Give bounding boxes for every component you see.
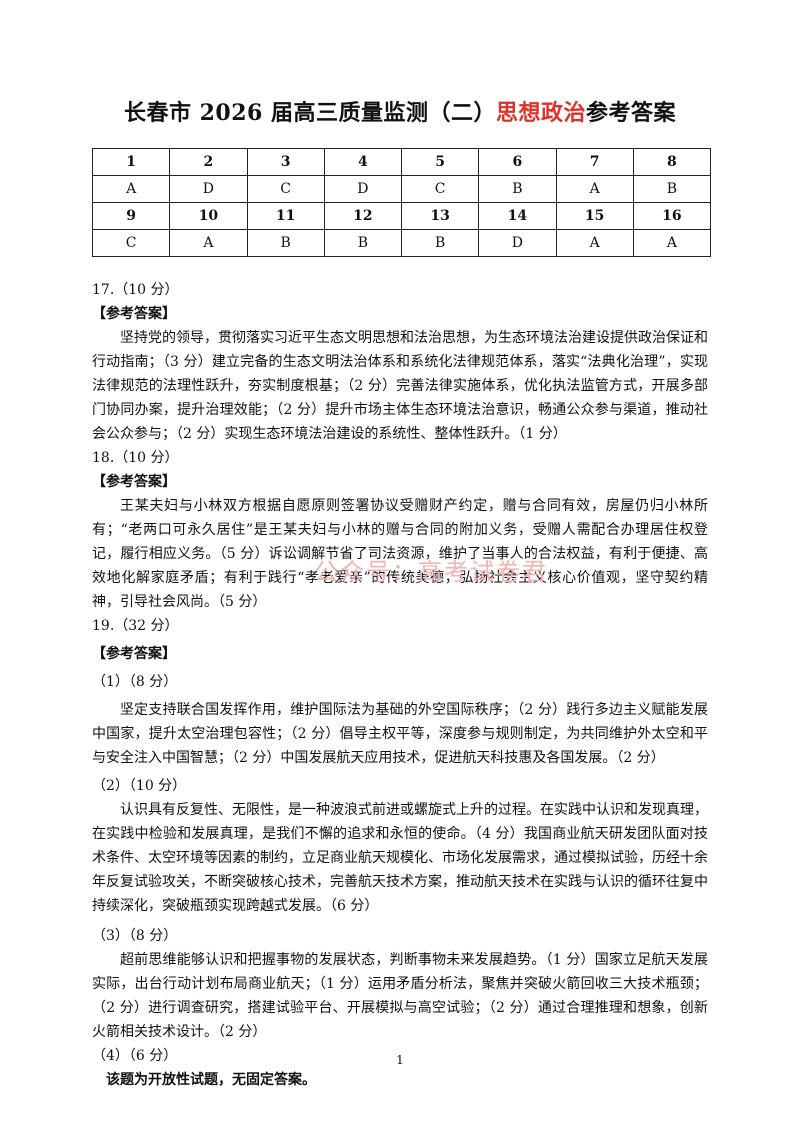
q17-answer: 坚持党的领导，贯彻落实习近平生态文明思想和法治思想，为生态环境法治建设提供政治保… <box>92 330 708 442</box>
answer-cell: C <box>246 175 325 203</box>
question-number-cell: 11 <box>246 202 325 230</box>
answer-content: 17.（10 分） 【参考答案】 坚持党的领导，贯彻落实习近平生态文明思想和法治… <box>92 278 708 1092</box>
answer-cell: D <box>169 175 248 203</box>
q18-answer: 王某夫妇与小林双方根据自愿原则签署协议受赠财产约定，赠与合同有效，房屋仍归小林所… <box>92 498 708 610</box>
answer-cell: C <box>400 175 480 203</box>
answer-cell: B <box>323 229 403 257</box>
question-number-cell: 13 <box>400 202 480 230</box>
answer-cell: C <box>91 229 171 257</box>
question-number-cell: 9 <box>91 202 171 230</box>
answer-cell: B <box>478 175 557 203</box>
question-number-cell: 14 <box>478 202 557 230</box>
question-number-cell: 1 <box>91 148 171 176</box>
question-number-cell: 6 <box>478 148 557 176</box>
q17-ref-label: 【参考答案】 <box>92 306 176 322</box>
question-number-cell: 7 <box>555 148 634 176</box>
q19-part2-label: （2）（10 分） <box>92 778 187 794</box>
q19-part4-answer: 该题为开放性试题，无固定答案。 <box>106 1072 316 1088</box>
q19-part2-answer: 认识具有反复性、无限性，是一种波浪式前进或螺旋式上升的过程。在实践中认识和发现真… <box>92 802 708 914</box>
q19-ref-label: 【参考答案】 <box>92 646 176 662</box>
answer-cell: A <box>91 175 171 203</box>
answer-cell: B <box>246 229 325 257</box>
q19-part3-label: （3）（8 分） <box>92 928 178 944</box>
q19-part4-label: （4）（6 分） <box>92 1048 178 1064</box>
answer-cell: A <box>555 175 634 203</box>
question-number-cell: 2 <box>169 148 248 176</box>
question-number-cell: 12 <box>323 202 403 230</box>
question-number-cell: 15 <box>555 202 634 230</box>
answer-cell: B <box>632 175 712 203</box>
q18-heading: 18.（10 分） <box>92 450 179 466</box>
page-title: 长春市 2026 届高三质量监测（二）思想政治参考答案 <box>0 95 800 127</box>
question-number-cell: 4 <box>323 148 403 176</box>
answer-cell: A <box>169 229 248 257</box>
question-number-cell: 10 <box>169 202 248 230</box>
question-number-cell: 8 <box>632 148 712 176</box>
title-part1: 长春市 2026 届高三质量监测（二） <box>123 100 497 126</box>
q19-part1-label: （1）（8 分） <box>92 674 178 690</box>
answer-cell: A <box>632 229 712 257</box>
watermark-text: 公众号：高考试卷君 <box>314 558 548 586</box>
q19-part3-answer: 超前思维能够认识和把握事物的发展状态，判断事物未来发展趋势。（1 分）国家立足航… <box>92 952 708 1040</box>
answer-cell: B <box>400 229 480 257</box>
q17-heading: 17.（10 分） <box>92 282 179 298</box>
title-part3: 参考答案 <box>586 100 677 126</box>
q19-heading: 19.（32 分） <box>92 618 179 634</box>
q18-ref-label: 【参考答案】 <box>92 474 176 490</box>
question-number-cell: 3 <box>246 148 325 176</box>
answer-cell: D <box>323 175 403 203</box>
question-number-cell: 16 <box>632 202 712 230</box>
page-number: 1 <box>396 1053 404 1067</box>
answer-cell: A <box>555 229 634 257</box>
q19-part1-answer: 坚定支持联合国发挥作用，维护国际法为基础的外空国际秩序；（2 分）践行多边主义赋… <box>92 702 708 766</box>
title-subject: 思想政治 <box>496 100 587 126</box>
question-number-cell: 5 <box>400 148 480 176</box>
answer-cell: D <box>478 229 557 257</box>
